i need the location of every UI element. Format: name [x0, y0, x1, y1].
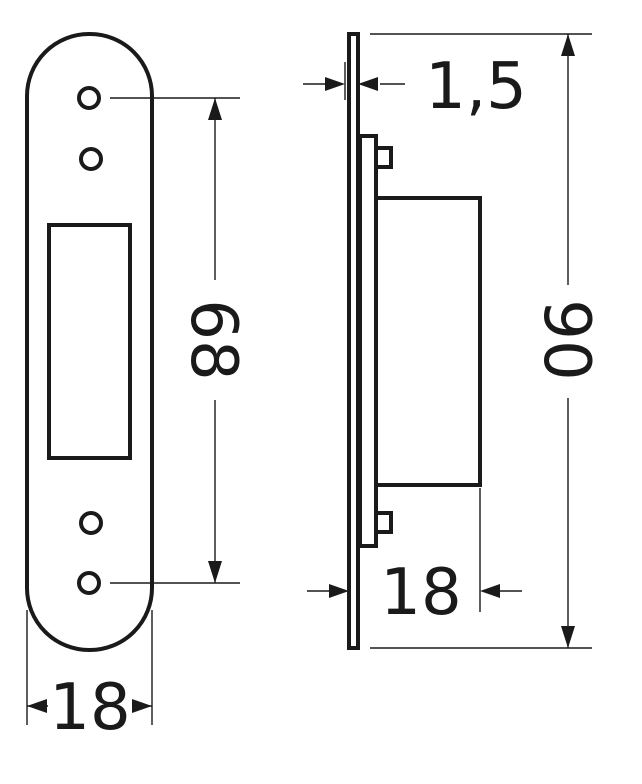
depth-label: 18 [380, 556, 461, 630]
plate-thickness-label: 1,5 [425, 50, 527, 124]
screw-hole-upper [79, 147, 103, 171]
mounting-flange [358, 134, 378, 548]
screw-hole-lower [79, 511, 103, 535]
dimension-plate-thickness: 1,5 [303, 50, 527, 124]
latch-opening [47, 223, 132, 460]
screw-hole-top [77, 86, 101, 110]
screw-hole-bottom [77, 571, 101, 595]
tab-top [374, 146, 393, 169]
front-view [25, 32, 154, 652]
plate-edge [347, 32, 360, 650]
dimension-total-length: 90 [370, 33, 603, 649]
dimension-plate-width: 18 [26, 610, 153, 745]
total-length-label: 90 [529, 299, 603, 380]
strike-plate-outline [25, 32, 154, 652]
side-view [347, 32, 482, 650]
dimension-depth: 18 [307, 488, 522, 630]
dimension-hole-spacing: 68 [110, 97, 250, 584]
strike-box [374, 196, 482, 487]
hole-spacing-label: 68 [176, 299, 250, 380]
tab-bottom [374, 511, 393, 534]
plate-width-label: 18 [49, 671, 130, 745]
